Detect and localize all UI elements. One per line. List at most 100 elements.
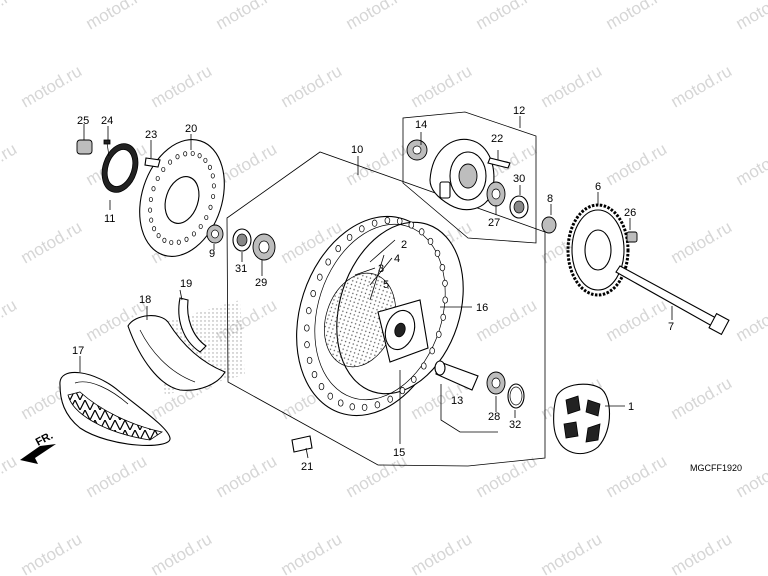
disc-bracket <box>101 143 139 193</box>
watermark-text: motod.ru <box>668 217 736 267</box>
watermark-text: motod.ru <box>213 0 281 33</box>
rim-hole <box>440 313 446 321</box>
rim-hole <box>442 296 448 304</box>
rear-axle <box>615 265 730 336</box>
bolt-23 <box>144 157 161 168</box>
watermark-text: motod.ru <box>83 0 151 33</box>
rim-hole <box>374 401 381 409</box>
callout-4: 4 <box>394 253 400 265</box>
callout-15: 15 <box>393 447 405 459</box>
rim-hole <box>411 375 417 383</box>
disc-hole <box>211 193 216 200</box>
rim-hole <box>434 249 441 257</box>
rim-hole <box>421 362 427 370</box>
disc-hole <box>208 204 213 210</box>
watermark-text: motod.ru <box>0 139 20 189</box>
disc-hole <box>149 217 154 223</box>
callout-20: 20 <box>185 123 197 135</box>
watermark-text: motod.ru <box>148 61 216 111</box>
rim-hole <box>418 228 425 236</box>
disc-hole <box>184 236 189 242</box>
callout-23: 23 <box>145 129 157 141</box>
wheel-damper <box>553 383 610 455</box>
rim-hole <box>318 383 325 391</box>
watermark-text: motod.ru <box>733 139 768 189</box>
final-driven-sprocket <box>566 203 630 297</box>
disc-hole <box>148 196 153 203</box>
disc-hole <box>169 239 174 246</box>
watermark-text: motod.ru <box>18 61 86 111</box>
watermark-text: motod.ru <box>603 451 671 501</box>
callout-26: 26 <box>624 207 636 219</box>
disc-hole <box>162 237 167 243</box>
rim-hole <box>359 225 365 233</box>
disc-hole <box>207 164 212 170</box>
disc-hole <box>151 186 156 192</box>
disc-hole <box>175 154 180 160</box>
callout-14: 14 <box>415 119 427 131</box>
disc-hole <box>156 233 161 239</box>
distance-collar-13 <box>434 360 479 391</box>
rim-hole <box>306 356 313 364</box>
disc-hole <box>148 207 153 213</box>
collar-8 <box>541 216 557 234</box>
callout-2: 2 <box>401 239 407 251</box>
hub-assembly-frame <box>402 111 537 244</box>
callout-28: 28 <box>488 411 500 423</box>
callout-10: 10 <box>351 144 363 156</box>
bearing-29 <box>252 233 276 261</box>
watermark-text: motod.ru <box>733 0 768 33</box>
rim-hole <box>427 237 434 245</box>
watermark-text: motod.ru <box>603 0 671 33</box>
rim-hole <box>429 347 435 355</box>
rim-band <box>178 297 207 353</box>
watermark-text: motod.ru <box>473 451 541 501</box>
diagram-code: MGCFF1920 <box>690 463 742 473</box>
nut-25 <box>76 139 93 155</box>
rim-hole <box>311 371 318 379</box>
balance-weight <box>291 435 313 453</box>
watermark-text: motod.ru <box>408 529 476 576</box>
watermark-text: motod.ru <box>278 529 346 576</box>
disc-hole <box>161 166 166 173</box>
rim-hole <box>317 273 323 281</box>
disc-hole <box>183 151 188 157</box>
callout-8: 8 <box>547 193 553 205</box>
callout-5: 5 <box>383 279 389 291</box>
watermark-text: motod.ru <box>408 61 476 111</box>
callout-7: 7 <box>668 321 674 333</box>
rim-hole <box>384 217 391 225</box>
disc-hole <box>155 175 160 182</box>
watermark-text: motod.ru <box>0 451 20 501</box>
front-direction-arrow <box>20 444 56 464</box>
disc-hole <box>191 231 196 237</box>
rim-hole <box>304 341 310 349</box>
callout-6: 6 <box>595 181 601 193</box>
driven-flange <box>429 138 495 211</box>
callout-19: 19 <box>180 278 192 290</box>
watermark-text: motod.ru <box>538 529 606 576</box>
disc-hole <box>168 159 173 165</box>
disc-hole <box>197 153 202 159</box>
oil-seal-30 <box>509 195 529 219</box>
o-ring-32 <box>507 383 525 409</box>
watermark-text: motod.ru <box>213 451 281 501</box>
callout-13: 13 <box>451 395 463 407</box>
callout-30: 30 <box>513 173 525 185</box>
rim-holes <box>304 217 448 411</box>
leader-lines <box>79 116 673 459</box>
callout-11: 11 <box>104 213 115 225</box>
disc-hole <box>152 226 157 232</box>
callout-1: 1 <box>628 401 634 413</box>
rim-hole <box>436 330 442 338</box>
disc-hole <box>203 157 208 163</box>
brake-disc <box>139 139 225 257</box>
callout-21: 21 <box>301 461 313 473</box>
callout-25: 25 <box>77 115 89 127</box>
callout-22: 22 <box>491 133 503 145</box>
callout-3: 3 <box>378 263 384 275</box>
watermark-text: motod.ru <box>473 0 541 33</box>
watermark-text: motod.ru <box>18 217 86 267</box>
rim-hole <box>439 264 446 272</box>
